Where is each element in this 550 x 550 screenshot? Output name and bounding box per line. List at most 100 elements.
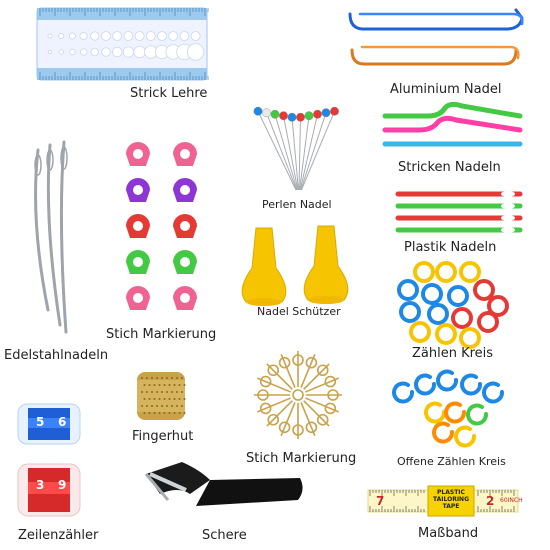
thimble-dimple (153, 398, 156, 400)
gauge-hole (47, 49, 53, 55)
pin-pearl (321, 108, 331, 118)
pin-loop (324, 375, 337, 388)
pin-pearl (287, 112, 297, 122)
counting-ring (413, 261, 435, 283)
pin-pearl (296, 112, 305, 122)
counting-ring (427, 303, 449, 325)
thimble-dimple (156, 391, 158, 393)
thimble-dimple (176, 377, 178, 379)
thimble-dimple (151, 405, 153, 407)
label-stich-markierung-2: Stich Markierung (246, 451, 357, 466)
pin-shaft (299, 114, 318, 191)
label-plastik-nadeln: Plastik Nadeln (404, 240, 497, 255)
thimble-dimple (158, 398, 161, 400)
thimble-dimple (143, 412, 146, 414)
gold-safety-pins (254, 351, 342, 439)
thimble-dimple (181, 391, 183, 393)
thimble-dimple (143, 398, 146, 400)
stitch-marker-hole (133, 149, 143, 159)
label-stricken-nadeln: Stricken Nadeln (398, 160, 501, 175)
thimble-dimple (161, 377, 163, 379)
label-fingerhut: Fingerhut (132, 429, 194, 444)
tape-brand-text: PLASTIC TAILORING TAPE (432, 489, 469, 510)
red-counter-digit-2: 9 (58, 478, 67, 492)
pin-loop (316, 364, 329, 377)
thimble-dimple (143, 384, 146, 386)
label-zeilenzaehler: Zeilenzähler (18, 528, 99, 543)
gauge-hole (112, 31, 123, 41)
counting-ring (477, 311, 499, 333)
gauge-hole (122, 46, 135, 58)
thimble-dimple (173, 398, 176, 400)
pin-shaft (283, 115, 299, 191)
thimble-dimple (156, 405, 158, 407)
tape-digit-mid: 2 (486, 494, 495, 508)
pin-wire (257, 377, 291, 393)
thimble-dimple (181, 377, 183, 379)
stitch-marker-hole (180, 257, 190, 267)
gauge-hole (190, 31, 201, 41)
counting-ring (435, 323, 457, 345)
pin-loop (259, 402, 272, 415)
gauge-hole (101, 47, 111, 57)
gauge-hole (133, 45, 146, 59)
gauge-hole (101, 31, 111, 41)
tape-measure (367, 485, 519, 517)
pin-shaft (266, 112, 298, 191)
gauge-hole (90, 47, 99, 57)
thimble-dimple (166, 405, 168, 407)
pin-pearl (253, 106, 263, 116)
pin-ring (292, 389, 304, 401)
pin-loop (267, 413, 280, 426)
pin-wire (305, 377, 339, 393)
counting-rings (397, 261, 509, 349)
pin-loop (292, 424, 304, 436)
open-ring (436, 369, 458, 392)
pin-loop (257, 389, 269, 401)
open-ring (444, 401, 466, 424)
pin-shaft (300, 112, 327, 191)
open-ring (414, 373, 436, 396)
pin-loop (292, 354, 304, 366)
thimble-dimple (171, 405, 173, 407)
row-counter-red (17, 463, 81, 517)
pin-pearl (270, 109, 280, 119)
pin-loop (327, 389, 339, 401)
thimble (137, 372, 186, 420)
steel-needles (34, 140, 68, 334)
stitch-marker-hole (180, 149, 190, 159)
knitting-gauge (36, 7, 209, 81)
thimble-dimple (146, 377, 148, 379)
label-edelstahlnadeln: Edelstahlnadeln (4, 348, 109, 363)
pin-wire (266, 400, 293, 427)
gauge-hole (47, 33, 53, 39)
thimble-dimple (146, 391, 148, 393)
open-ring (432, 421, 454, 444)
thimble-dimple (173, 384, 176, 386)
open-ring (392, 381, 414, 404)
pin-shaft (291, 117, 299, 191)
gauge-hole (79, 48, 88, 56)
pin-shaft (274, 114, 298, 191)
pin-loop (316, 413, 329, 426)
pin-shaft (300, 111, 335, 191)
scissors (144, 462, 303, 506)
pin-loop (278, 356, 291, 369)
thimble-dimple (153, 384, 156, 386)
counting-ring (473, 279, 495, 301)
label-aluminium-nadel: Aluminium Nadel (390, 82, 502, 97)
gauge-hole (79, 31, 88, 41)
label-nadel-schuetzer: Nadel Schützer (257, 305, 341, 318)
open-ring (466, 403, 488, 426)
pin-pearl (262, 108, 271, 118)
pin-wire (257, 397, 291, 413)
pin-loop (305, 421, 318, 434)
open-ring (454, 425, 476, 448)
gauge-hole (58, 49, 64, 55)
open-ring (460, 373, 482, 396)
counting-ring (447, 285, 469, 307)
thimble-dimple (141, 391, 143, 393)
thimble-dimple (148, 412, 151, 414)
thimble-dimple (151, 377, 153, 379)
